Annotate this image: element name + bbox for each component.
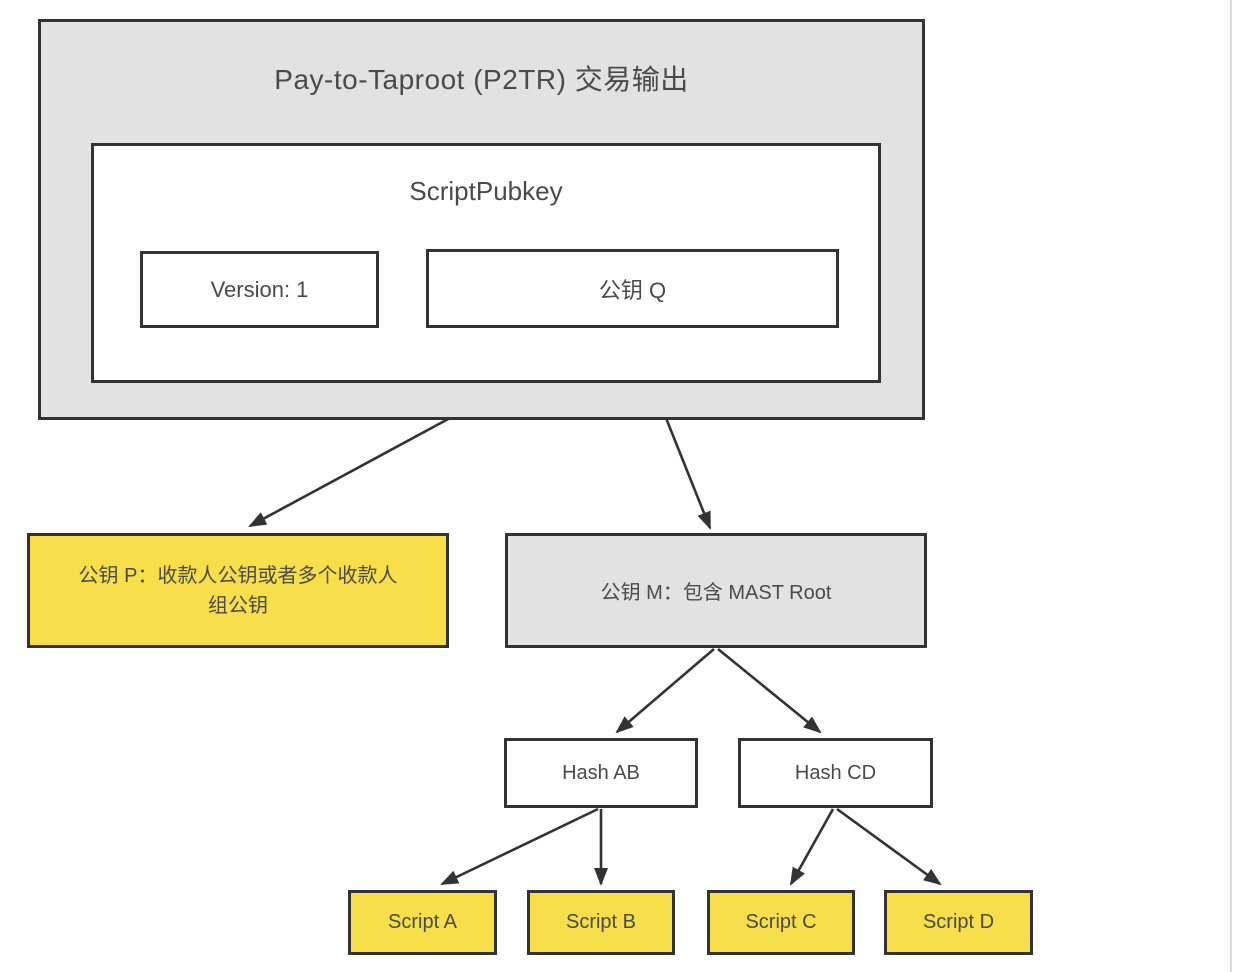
script-d-box: Script D	[884, 890, 1033, 955]
scriptpubkey-box: ScriptPubkey Version: 1 公钥 Q	[91, 143, 881, 383]
version-box: Version: 1	[140, 251, 379, 328]
script-a-box: Script A	[348, 890, 497, 955]
pubkey-q-box: 公钥 Q	[426, 249, 839, 328]
arrow-m-to-hash-ab	[615, 648, 715, 734]
page-right-rule	[1230, 0, 1232, 972]
p2tr-output-title: Pay-to-Taproot (P2TR) 交易输出	[274, 64, 689, 95]
arrow-hash-cd-to-script-d	[836, 807, 942, 886]
arrow-hash-cd-to-script-c	[789, 808, 835, 886]
p2tr-output-box: Pay-to-Taproot (P2TR) 交易输出 ScriptPubkey …	[38, 19, 925, 420]
scriptpubkey-title: ScriptPubkey	[409, 176, 563, 206]
pubkey-p-label: 公钥 P：收款人公钥或者多个收款人组公钥	[78, 564, 398, 617]
script-c-box: Script C	[707, 890, 855, 955]
hash-ab-box: Hash AB	[504, 738, 698, 808]
arrow-hash-ab-to-script-a	[440, 807, 599, 886]
pubkey-p-box: 公钥 P：收款人公钥或者多个收款人组公钥	[27, 533, 449, 648]
pubkey-m-box: 公钥 M：包含 MAST Root	[505, 533, 927, 648]
script-b-box: Script B	[527, 890, 675, 955]
arrow-m-to-hash-cd	[717, 647, 822, 734]
hash-cd-box: Hash CD	[738, 738, 933, 808]
